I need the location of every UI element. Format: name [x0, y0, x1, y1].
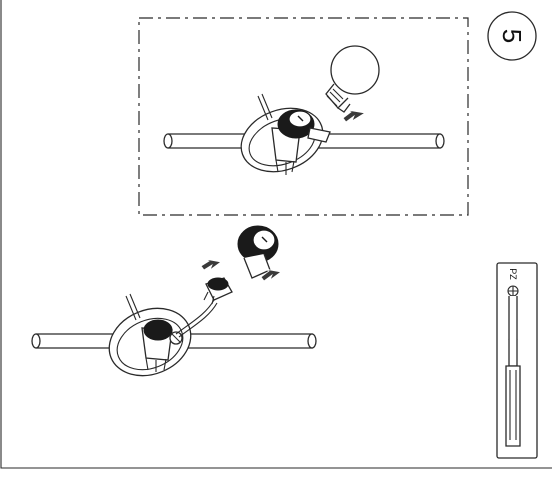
main-rod-left — [31, 333, 119, 349]
step-number: 5 — [497, 29, 527, 43]
detail-rod-left — [163, 133, 253, 149]
detail-assembly — [163, 45, 445, 175]
insert-arrow-icon — [200, 258, 222, 272]
tool-panel: PZ — [496, 262, 538, 459]
step-badge: 5 — [487, 11, 537, 61]
insert-arrow-icon — [260, 268, 282, 282]
terminal-block-icon — [203, 277, 233, 305]
detail-rod-right — [315, 133, 445, 149]
lamp-shade-icon — [237, 225, 279, 279]
main-rod-right — [182, 333, 317, 349]
insert-arrow-icon — [342, 109, 367, 123]
detail-box — [138, 17, 469, 216]
tool-label: PZ — [508, 268, 518, 280]
main-socket-base-icon — [141, 319, 183, 372]
light-bulb-icon — [325, 45, 380, 113]
lamp-socket-shade-icon — [271, 109, 331, 175]
main-assembly — [31, 225, 317, 377]
phillips-screwdriver-icon — [505, 285, 521, 447]
